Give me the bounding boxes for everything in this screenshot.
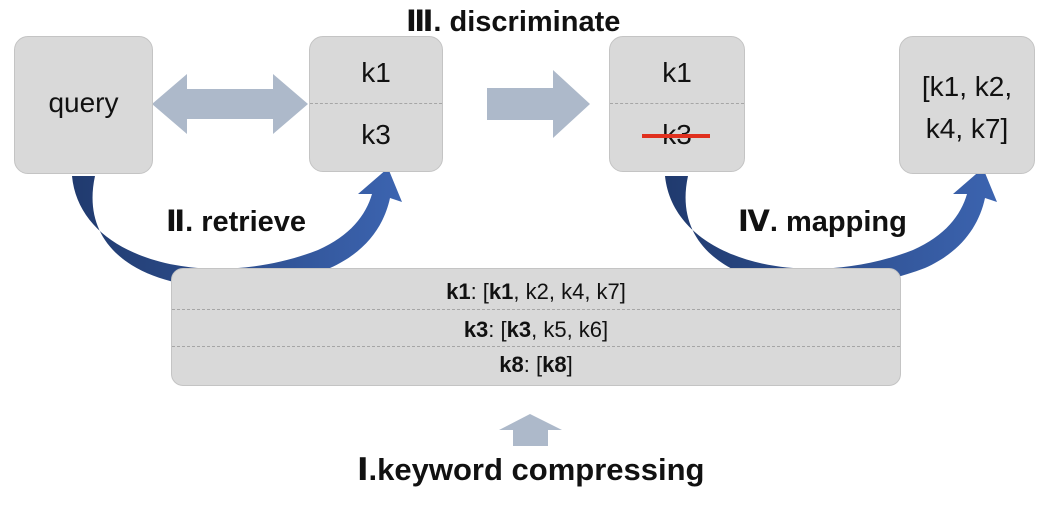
mapping-row: k8: [k8] [172,352,900,378]
retrieved-keyword-bottom: k3 [361,119,391,150]
mapping-sep: : [ [523,352,543,377]
result-keywords-box: [k1, k2, k4, k7] [899,36,1035,174]
strikethrough-line [642,134,710,138]
step-compress-label: Ⅰ.keyword compressing [357,452,705,487]
mapping-head: k8 [542,352,567,377]
mapping-arc-icon [665,168,997,288]
retrieved-keywords-box: k1 k3 [309,36,443,172]
discriminated-keywords-box: k1 k3 [609,36,745,172]
mapping-key: k3 [463,317,489,342]
step-mapping-label: Ⅳ. mapping [738,206,907,238]
mapping-sep: : [ [488,317,507,342]
double-arrow-icon [152,74,308,134]
result-line-2: k4, k7] [925,113,1009,144]
query-box: query [14,36,153,174]
box-divider [610,103,744,104]
result-line-1: [k1, k2, [921,71,1013,102]
mapping-sep: : [ [470,279,489,304]
step-discriminate-label: Ⅲ. discriminate [406,6,621,38]
mapping-rest: ] [566,352,573,377]
retrieve-arc-icon [72,168,402,288]
right-arrow-icon [487,70,590,138]
box-divider [310,103,442,104]
mapping-rest: , k2, k4, k7] [513,279,626,304]
mapping-key: k8 [499,352,524,377]
discriminated-keyword-top: k1 [662,57,692,88]
up-arrow-icon [499,414,562,446]
mapping-head: k3 [506,317,532,342]
step-retrieve-label: Ⅱ. retrieve [166,206,307,238]
mapping-key: k1 [446,279,471,304]
query-label: query [48,87,119,118]
keyword-mapping-table: k1: [k1, k2, k4, k7] k3: [k3, k5, k6] k8… [171,268,901,386]
retrieved-keyword-top: k1 [361,57,391,88]
mapping-row: k1: [k1, k2, k4, k7] [172,279,900,305]
row-divider [172,346,900,347]
row-divider [172,309,900,310]
mapping-head: k1 [488,279,514,304]
mapping-row: k3: [k3, k5, k6] [172,317,900,343]
mapping-rest: , k5, k6] [531,317,609,342]
